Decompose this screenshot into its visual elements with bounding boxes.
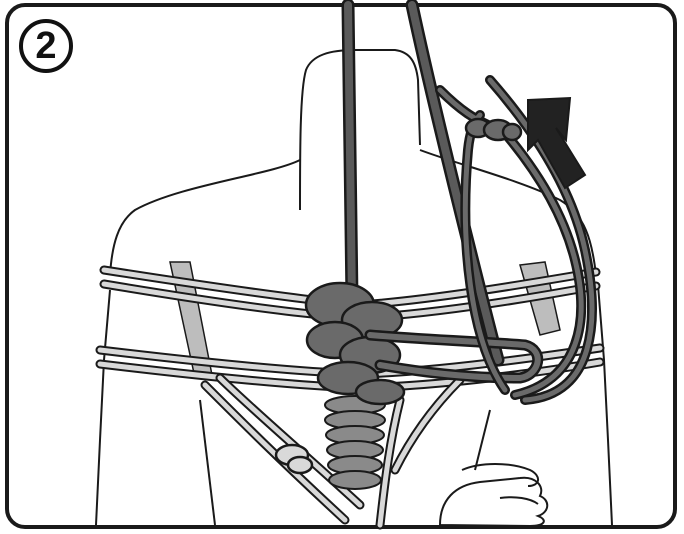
step-number-badge: 2: [19, 19, 73, 73]
